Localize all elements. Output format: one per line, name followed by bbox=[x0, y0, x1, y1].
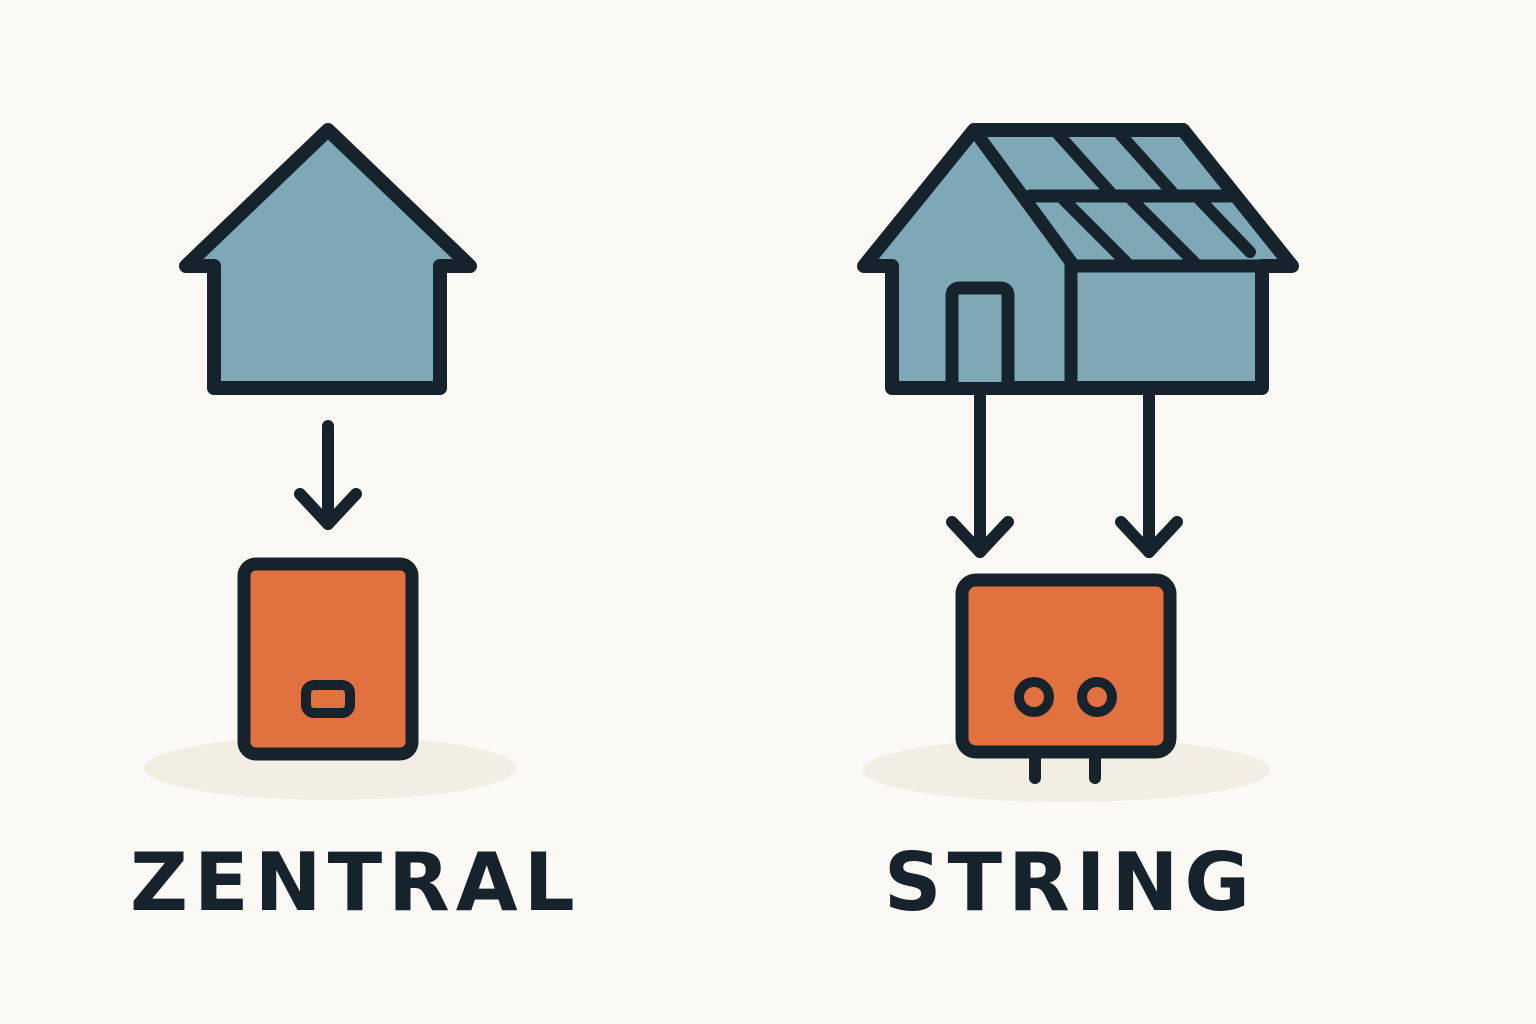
string-inverter-icon bbox=[955, 573, 1177, 759]
central-inverter-icon bbox=[237, 557, 419, 761]
ground-shadow bbox=[144, 736, 516, 800]
solar-panels-icon bbox=[1052, 128, 1256, 268]
central-section bbox=[144, 123, 516, 800]
house-icon bbox=[179, 123, 477, 395]
string-section bbox=[857, 123, 1299, 802]
arrow-down-icon bbox=[946, 386, 1014, 558]
string-label: STRING bbox=[883, 836, 1257, 929]
arrow-down-icon bbox=[294, 420, 362, 530]
arrow-down-icon bbox=[1115, 386, 1183, 558]
house-with-solar-panels-icon bbox=[857, 123, 1299, 395]
door-icon bbox=[945, 281, 1015, 382]
central-label: ZENTRAL bbox=[130, 836, 581, 929]
